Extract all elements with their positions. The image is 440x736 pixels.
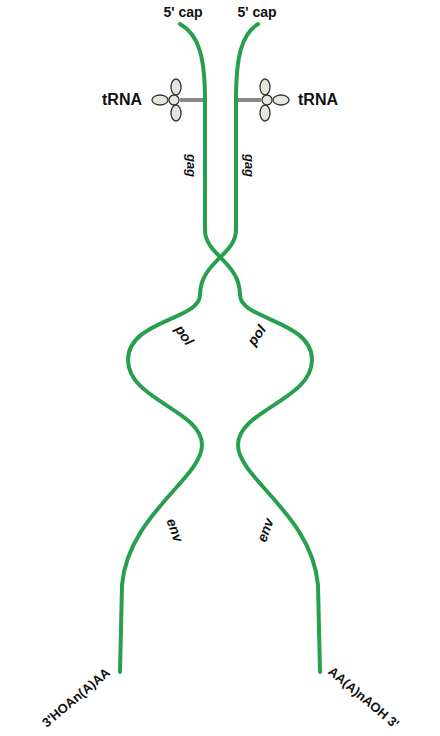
cap-label: 5' cap bbox=[237, 5, 276, 19]
polya-tail-label: AA(A)nAOH 3' bbox=[326, 664, 401, 730]
gene-label: pol bbox=[244, 322, 268, 347]
polya-tail-label: 3'HOAn(A)AA bbox=[40, 665, 113, 729]
gene-label: gag bbox=[186, 153, 199, 176]
gene-label: gag bbox=[244, 153, 257, 176]
rna-strand bbox=[120, 24, 320, 672]
cap-label: 5' cap bbox=[163, 5, 202, 19]
trna-cloverleaf bbox=[152, 79, 289, 121]
gene-label: env bbox=[164, 516, 185, 543]
trna-label: tRNA bbox=[102, 92, 142, 108]
gene-label: env bbox=[254, 516, 275, 543]
trna-label: tRNA bbox=[298, 92, 338, 108]
gene-label: pol bbox=[172, 322, 196, 347]
